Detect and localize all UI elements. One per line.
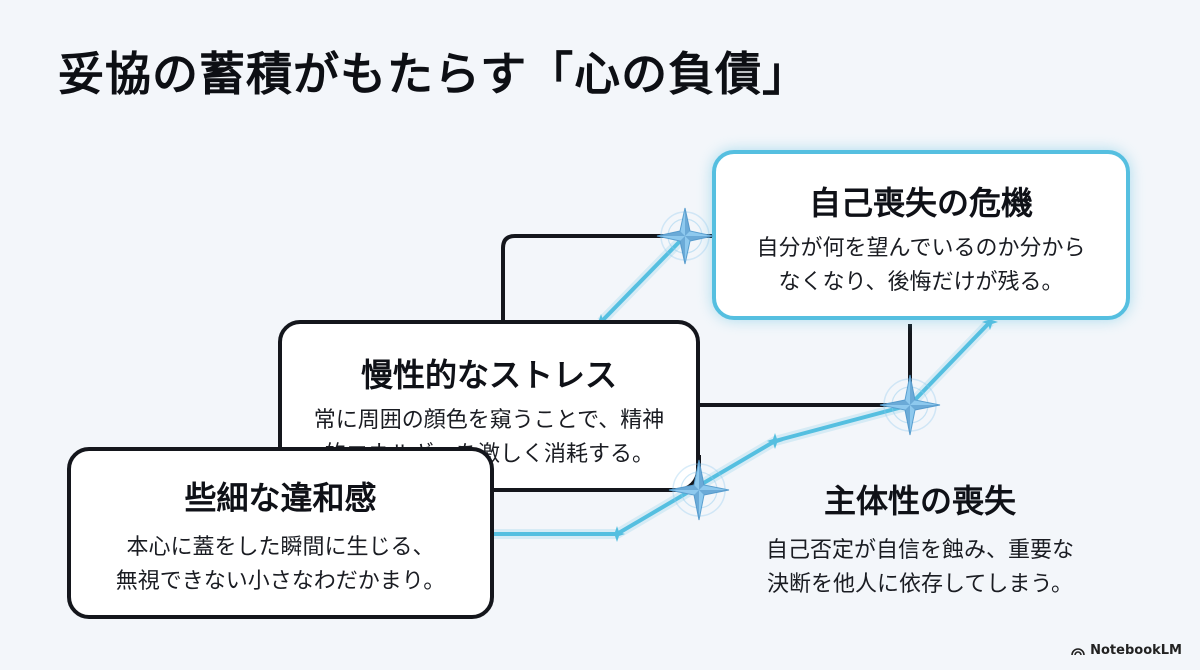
dark-connector-top bbox=[501, 234, 716, 322]
page-title: 妥協の蓄積がもたらす「心の負債」 bbox=[58, 47, 810, 101]
card-self-loss-crisis-title: 自己喪失の危機 bbox=[808, 184, 1033, 222]
sparkle-dot bbox=[982, 314, 998, 330]
desc-line: 自己否定が自信を蝕み、重要な bbox=[765, 538, 1074, 563]
card-chronic-stress-title: 慢性的なストレス bbox=[360, 356, 617, 394]
desc-line: 本心に蓋をした瞬間に生じる、 bbox=[126, 535, 435, 560]
sparkle-dot bbox=[609, 526, 625, 542]
notebooklm-logo-icon bbox=[1071, 647, 1085, 655]
card-small-discomfort: 些細な違和感 本心に蓋をした瞬間に生じる、 無視できない小さなわだかまり。 bbox=[67, 447, 494, 619]
dark-connector-middle bbox=[699, 324, 912, 407]
card-self-loss-crisis-desc: 自分が何を望んでいるのか分から なくなり、後悔だけが残る。 bbox=[716, 232, 1126, 300]
desc-line: 決断を他人に依存してしまう。 bbox=[766, 572, 1074, 597]
card-small-discomfort-title: 些細な違和感 bbox=[184, 479, 377, 517]
desc-line: 常に周囲の顔色を窺うことで、精神 bbox=[313, 408, 665, 433]
brand-label: NotebookLM bbox=[1090, 643, 1182, 658]
desc-line: 無視できない小さなわだかまり。 bbox=[115, 569, 446, 594]
sparkle-dot bbox=[767, 433, 783, 449]
desc-line: 自分が何を望んでいるのか分から bbox=[756, 236, 1086, 261]
desc-line: なくなり、後悔だけが残る。 bbox=[778, 270, 1064, 295]
card-small-discomfort-desc: 本心に蓋をした瞬間に生じる、 無視できない小さなわだかまり。 bbox=[71, 531, 490, 599]
card-self-loss-crisis: 自己喪失の危機 自分が何を望んでいるのか分から なくなり、後悔だけが残る。 bbox=[712, 150, 1130, 320]
stage-loss-of-agency-desc: 自己否定が自信を蝕み、重要な 決断を他人に依存してしまう。 bbox=[730, 534, 1110, 602]
stage-loss-of-agency-title: 主体性の喪失 bbox=[823, 482, 1016, 520]
stage-loss-of-agency: 主体性の喪失 自己否定が自信を蝕み、重要な 決断を他人に依存してしまう。 bbox=[730, 476, 1110, 602]
brand-watermark: NotebookLM bbox=[1071, 643, 1182, 658]
